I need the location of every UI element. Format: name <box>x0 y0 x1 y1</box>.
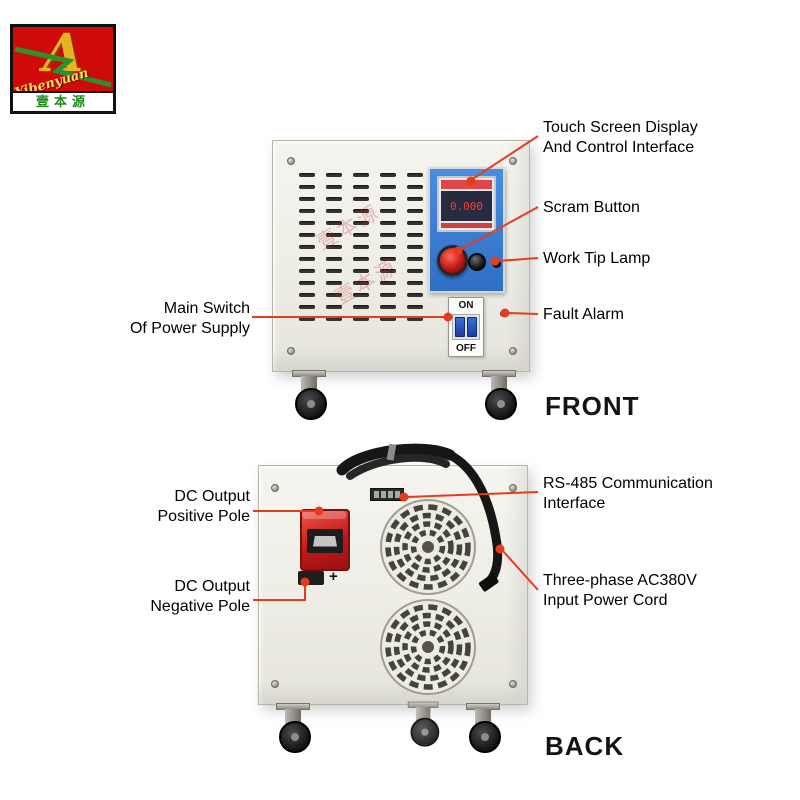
brand-logo: A Yibenyuan 壹本源 <box>10 23 116 114</box>
callout-dc-negative: DC Output Negative Pole <box>150 578 250 616</box>
back-view-label: BACK <box>545 731 625 761</box>
caster-wheel <box>462 703 506 755</box>
screw-icon <box>509 484 517 492</box>
switch-on-label: ON <box>458 300 474 311</box>
callout-dc-positive: DC Output Positive Pole <box>157 488 251 526</box>
vent-grid <box>299 173 423 321</box>
screen-footer-bar <box>441 223 492 228</box>
caster-wheel <box>478 370 522 422</box>
callout-rs485: RS-485 Communication Interface <box>543 475 713 513</box>
callout-scram-button: Scram Button <box>543 199 640 216</box>
screw-icon <box>287 157 295 165</box>
screw-icon <box>271 680 279 688</box>
fault-alarm-lamp <box>468 253 486 271</box>
plus-mark: + <box>329 568 338 585</box>
caster-wheel <box>288 370 332 422</box>
front-view-label: FRONT <box>545 391 640 421</box>
dc-output-terminal: + <box>298 505 356 585</box>
dc-negative-terminal <box>298 571 324 585</box>
caster-wheel <box>272 703 316 755</box>
screen-readout: 0.000 <box>441 191 492 221</box>
screw-icon <box>509 157 517 165</box>
callout-fault-alarm: Fault Alarm <box>543 306 624 323</box>
screen-header-bar <box>441 180 492 189</box>
breaker-rockers[interactable] <box>452 314 480 340</box>
control-panel: 0.000 <box>428 167 505 293</box>
rs485-connector[interactable] <box>370 488 404 501</box>
scram-button[interactable] <box>437 245 468 276</box>
callout-main-switch: Main Switch Of Power Supply <box>129 300 250 338</box>
switch-off-label: OFF <box>456 343 476 354</box>
screw-icon <box>509 347 517 355</box>
fan-grille <box>380 599 476 695</box>
work-tip-lamp <box>492 259 501 268</box>
screw-icon <box>287 347 295 355</box>
caster-wheel <box>404 701 444 749</box>
lightning-bolt-icon <box>14 46 112 88</box>
main-power-switch[interactable]: ON OFF <box>448 297 484 357</box>
dc-connector-socket[interactable] <box>307 529 343 553</box>
dc-cover-highlight <box>302 511 346 519</box>
callout-work-tip-lamp: Work Tip Lamp <box>543 250 651 267</box>
callout-power-cord: Three-phase AC380V Input Power Cord <box>543 572 697 610</box>
callout-touch-screen: Touch Screen Display And Control Interfa… <box>543 119 698 157</box>
screw-icon <box>509 680 517 688</box>
logo-chinese-text: 壹本源 <box>13 91 113 111</box>
breaker-rocker[interactable] <box>467 317 477 337</box>
fault-alarm-buzzer <box>500 310 507 317</box>
screw-icon <box>271 484 279 492</box>
breaker-rocker[interactable] <box>455 317 465 337</box>
touch-screen-display[interactable]: 0.000 <box>437 176 496 232</box>
fan-grille <box>380 499 476 595</box>
